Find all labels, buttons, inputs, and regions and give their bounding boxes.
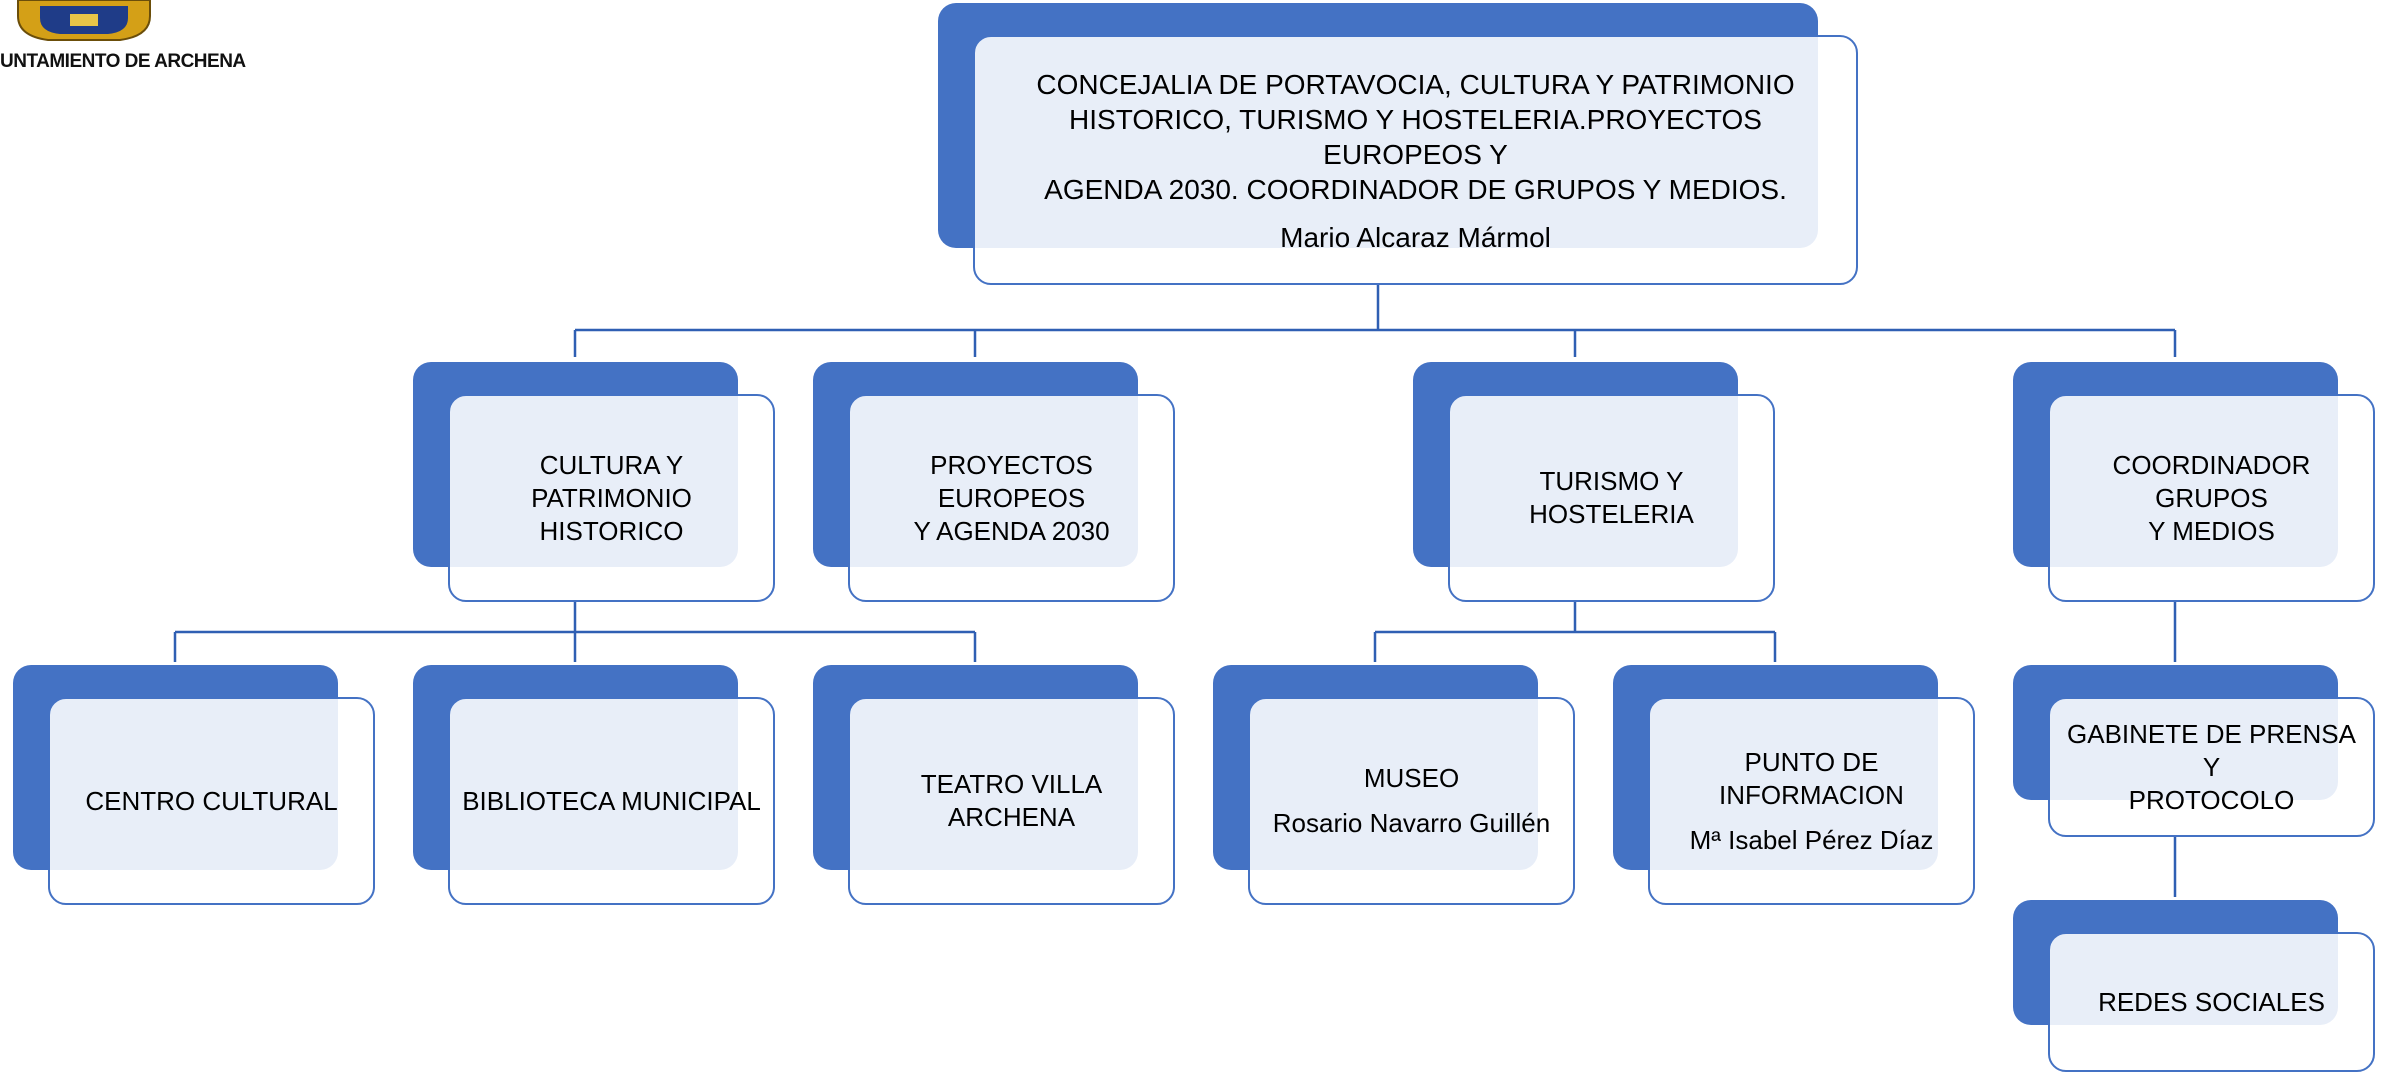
turismo-title: TURISMO Y HOSTELERIA — [1529, 466, 1694, 529]
node-turismo-hosteleria: TURISMO Y HOSTELERIA — [1413, 362, 1775, 602]
punto-informacion-person: Mª Isabel Pérez Díaz — [1689, 824, 1934, 855]
proyectos-title: PROYECTOS EUROPEOS Y AGENDA 2030 — [913, 449, 1110, 546]
node-cultura-patrimonio: CULTURA Y PATRIMONIO HISTORICO — [413, 362, 775, 602]
node-museo: MUSEO Rosario Navarro Guillén — [1213, 665, 1575, 905]
redes-title: REDES SOCIALES — [2098, 986, 2325, 1017]
node-teatro-villa-archena: TEATRO VILLA ARCHENA — [813, 665, 1175, 905]
gabinete-title: GABINETE DE PRENSA Y PROTOCOLO — [2067, 718, 2356, 815]
teatro-title: TEATRO VILLA ARCHENA — [920, 769, 1103, 832]
node-redes-sociales: REDES SOCIALES — [2013, 900, 2375, 1072]
coordinador-title: COORDINADOR GRUPOS Y MEDIOS — [2112, 449, 2311, 546]
ayuntamiento-logo: UNTAMIENTO DE ARCHENA — [0, 0, 246, 80]
node-proyectos-europeos: PROYECTOS EUROPEOS Y AGENDA 2030 — [813, 362, 1175, 602]
node-centro-cultural: CENTRO CULTURAL — [13, 665, 375, 905]
cultura-title: CULTURA Y PATRIMONIO HISTORICO — [531, 449, 692, 546]
connector-root — [573, 285, 2177, 357]
logo-text: UNTAMIENTO DE ARCHENA — [0, 51, 246, 72]
node-gabinete-prensa: GABINETE DE PRENSA Y PROTOCOLO — [2013, 665, 2375, 837]
connector-cultura — [173, 602, 977, 662]
connector-turismo — [1373, 602, 1777, 662]
node-punto-informacion: PUNTO DE INFORMACION Mª Isabel Pérez Día… — [1613, 665, 1975, 905]
node-coordinador-grupos: COORDINADOR GRUPOS Y MEDIOS — [2013, 362, 2375, 602]
museo-title: MUSEO — [1363, 763, 1460, 793]
centro-cultural-title: CENTRO CULTURAL — [85, 785, 338, 816]
root-node-concejalia: CONCEJALIA DE PORTAVOCIA, CULTURA Y PATR… — [938, 3, 1858, 285]
root-title: CONCEJALIA DE PORTAVOCIA, CULTURA Y PATR… — [1036, 68, 1795, 205]
root-person: Mario Alcaraz Mármol — [1280, 221, 1551, 253]
punto-informacion-title: PUNTO DE INFORMACION — [1719, 746, 1904, 810]
biblioteca-title: BIBLIOTECA MUNICIPAL — [462, 785, 761, 816]
node-biblioteca-municipal: BIBLIOTECA MUNICIPAL — [413, 665, 775, 905]
coat-of-arms-icon — [17, 0, 151, 41]
museo-person: Rosario Navarro Guillén — [1272, 808, 1551, 838]
